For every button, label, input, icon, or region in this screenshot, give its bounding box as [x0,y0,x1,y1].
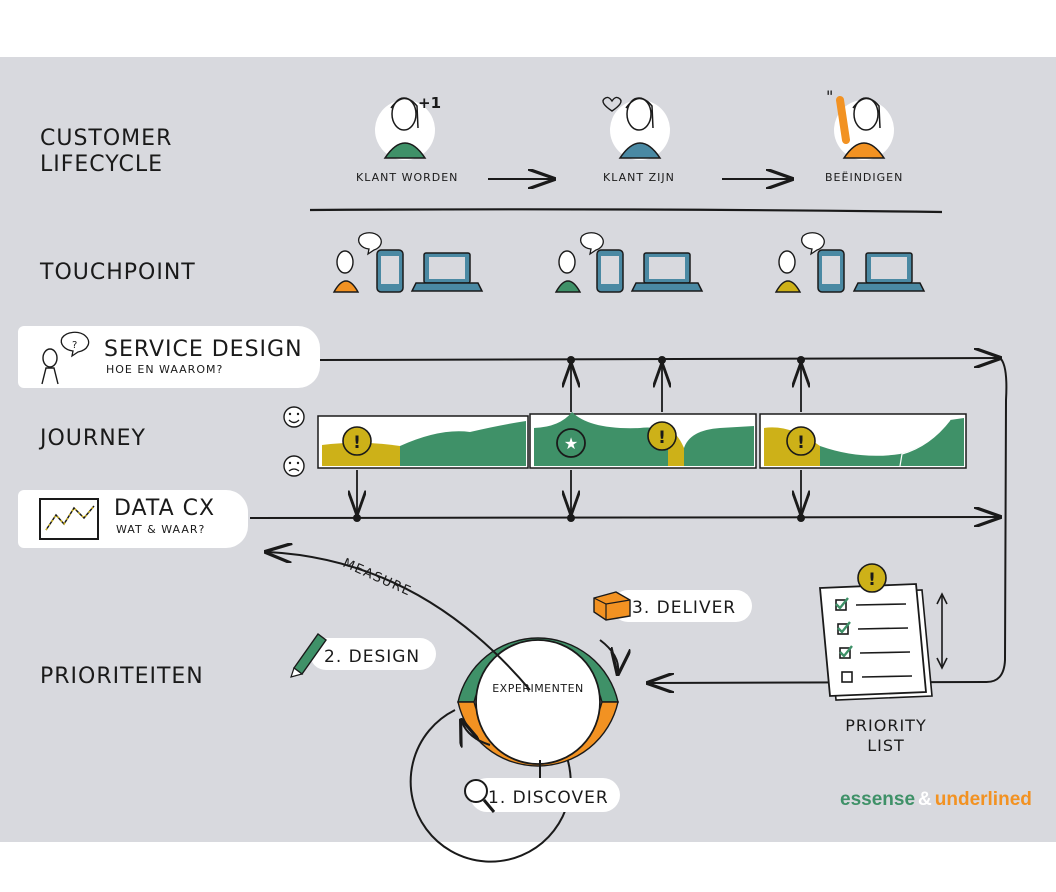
box-icon [593,591,631,621]
logo-essense: essense [840,789,916,810]
section-divider [309,208,943,214]
badge-plus-one: +1 [418,94,441,112]
service-design-title: SERVICE DESIGN [104,337,303,362]
data-cx-line [249,517,998,518]
row-label-prioriteiten: PRIORITEITEN [40,664,204,689]
priority-list-icon: ! [819,563,948,701]
priority-list-label: PRIORITY LIST [845,716,927,755]
magnifier-icon [464,779,496,813]
measure-arrow [268,552,531,691]
design-label: 2. DESIGN [324,647,420,667]
svg-text:!: ! [658,428,666,448]
heart-icon [602,96,622,112]
person-klant-worden-icon: +1 [375,94,441,160]
logo-ampersand: & [918,789,932,810]
journey-segment-1 [317,415,529,469]
svg-text:★: ★ [564,434,578,453]
journey-segment-3 [759,413,967,469]
row-label-journey: JOURNEY [40,426,146,451]
journey-alert-marker-3: ! [786,426,816,456]
data-cx-chart-icon [39,498,99,540]
sad-face-icon [283,455,305,477]
measure-label: MEASURE [340,556,414,600]
touchpoint-group-1-icon [332,232,484,293]
deliver-bubble [612,590,752,622]
discover-bubble [470,778,620,812]
data-cx-title: DATA CX [114,496,216,521]
data-cx-subtitle: WAT & WAAR? [116,523,206,536]
deliver-label: 3. DELIVER [632,598,736,618]
journey-star-marker: ★ [556,428,586,458]
journey-alert-marker-2: ! [647,421,677,451]
design-bubble [310,638,436,670]
stage-label-klant-zijn: KLANT ZIJN [603,171,675,184]
row-label-customer-lifecycle: CUSTOMER LIFECYCLE [40,126,173,177]
person-beeindigen-icon: " [826,87,894,160]
service-design-person-icon: ? [41,331,90,385]
stage-label-beeindigen: BEËINDIGEN [825,171,904,184]
stage-label-klant-worden: KLANT WORDEN [356,171,459,184]
svg-text:!: ! [797,433,805,453]
essense-underlined-logo: essense&underlined [840,789,1032,811]
happy-face-icon [283,406,305,428]
row-label-touchpoint: TOUCHPOINT [40,260,196,285]
svg-text:?: ? [72,340,77,351]
experimenten-circle [475,639,601,765]
touchpoint-group-3-icon [774,232,926,293]
touchpoint-group-2-icon [554,232,704,293]
experimenten-label: EXPERIMENTEN [492,682,584,695]
svg-text:!: ! [868,570,876,590]
journey-alert-marker-1: ! [342,426,372,456]
feedback-loop-line [650,357,1008,683]
person-klant-zijn-icon [602,96,670,160]
service-design-subtitle: HOE EN WAAROM? [106,363,224,376]
logo-underlined: underlined [934,789,1032,810]
svg-text:!: ! [353,433,361,453]
discover-label: 1. DISCOVER [488,788,609,808]
pencil-icon [290,633,327,678]
journey-faces [283,406,305,477]
badge-quote: " [826,87,833,106]
